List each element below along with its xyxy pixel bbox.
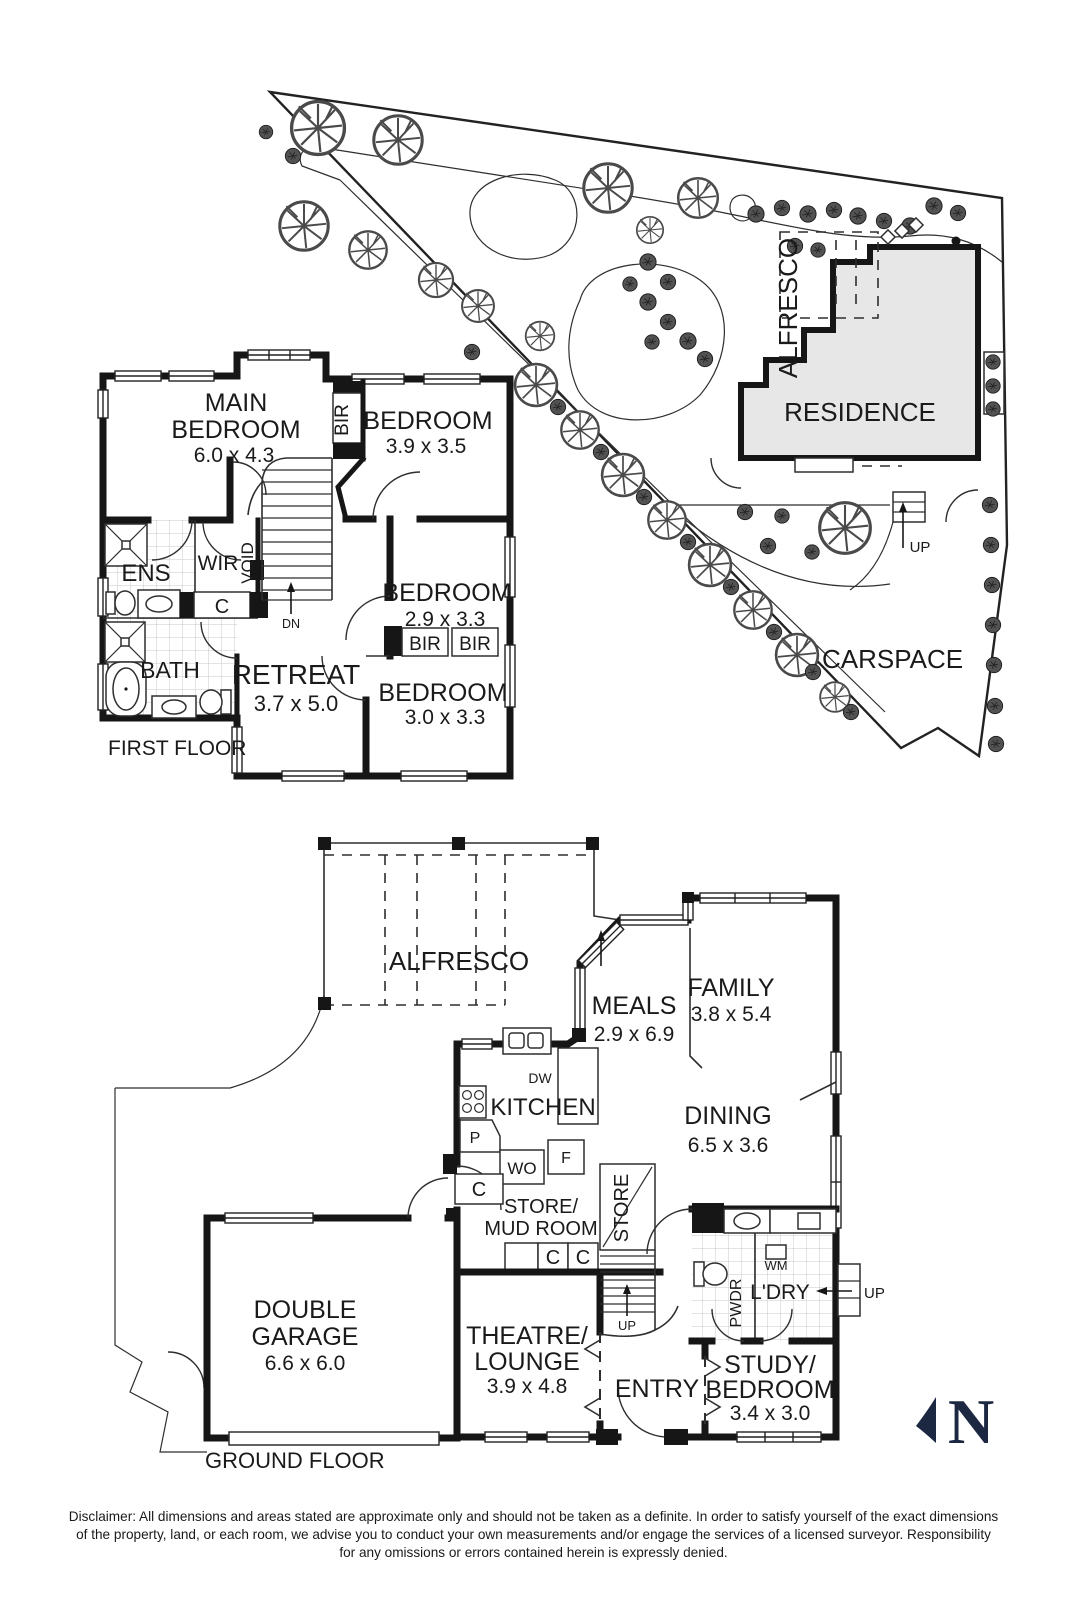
ground-floor-plan: ALFRESCO [114, 837, 885, 1473]
kitchen-label: KITCHEN [490, 1094, 595, 1121]
disclaimer-text: Disclaimer: All dimensions and areas sta… [0, 1508, 1067, 1562]
main-bedroom-dims: 6.0 x 4.3 [194, 444, 275, 467]
disclaimer-line3: for any omissions or errors contained he… [339, 1545, 728, 1560]
garage-line1: DOUBLE [254, 1296, 357, 1324]
disclaimer-line1: Disclaimer: All dimensions and areas sta… [68, 1509, 999, 1524]
retreat-dims: 3.7 x 5.0 [254, 691, 338, 716]
site-plan: UP ALFRESCO RESIDENCE CARSPACE [258, 90, 1009, 759]
c2-label: C [576, 1247, 590, 1269]
site-alfresco-label: ALFRESCO [773, 238, 803, 378]
bath-shower [104, 621, 146, 663]
diamond-markers [879, 216, 925, 246]
cooktop [458, 1085, 487, 1119]
study-line1: STUDY/ [724, 1351, 816, 1379]
first-floor-plan: BIR BIR BIR [97, 349, 516, 782]
gf-entry-up [816, 1263, 861, 1317]
garage-line2: GARAGE [252, 1323, 359, 1351]
north-arrow-icon [916, 1397, 936, 1443]
north-label: N [948, 1386, 994, 1457]
c1-label: C [546, 1247, 560, 1269]
gf-stairs [599, 1250, 679, 1338]
gf-store [599, 1163, 656, 1251]
wm-label: WM [764, 1258, 787, 1273]
pwdr-label: PWDR [728, 1279, 745, 1328]
kitchen-bench [557, 1047, 599, 1125]
first-floor-title: FIRST FLOOR [108, 737, 246, 760]
void-label: VOID [238, 542, 257, 584]
wir-label: WIR [198, 552, 239, 575]
meals-dims: 2.9 x 6.9 [594, 1023, 675, 1046]
theatre-line1: THEATRE/ [466, 1322, 588, 1350]
bath-toilet [199, 689, 232, 715]
theatre-dims: 3.9 x 4.8 [487, 1375, 568, 1398]
bir-left-label: BIR [409, 634, 441, 655]
dining-dims: 6.5 x 3.6 [688, 1134, 769, 1157]
bath-label: BATH [140, 657, 200, 683]
dw-label: DW [528, 1070, 552, 1086]
ens-shower [104, 523, 148, 567]
site-up-stairs [892, 491, 926, 548]
store-mud-line2: MUD ROOM [484, 1218, 597, 1240]
bedroom-mid-label: BEDROOM [382, 579, 511, 607]
c-kitchen-label: C [472, 1179, 486, 1201]
lot-boundary [266, 90, 1009, 759]
wo-label: WO [507, 1159, 536, 1178]
retreat-label: RETREAT [232, 659, 361, 690]
ens-toilet [105, 590, 136, 616]
dining-label: DINING [684, 1102, 772, 1130]
bathtub [105, 661, 147, 717]
up-entry-label: UP [864, 1285, 885, 1302]
study-dims: 3.4 x 3.0 [730, 1402, 811, 1425]
pantry-label: P [470, 1130, 481, 1147]
bedroom-mid-dims: 2.9 x 3.3 [405, 608, 486, 631]
ground-floor-title: GROUND FLOOR [205, 1448, 385, 1473]
residence-label: RESIDENCE [784, 397, 936, 427]
family-dims: 3.8 x 5.4 [691, 1003, 772, 1026]
bir-top-label: BIR [332, 404, 353, 436]
site-up-label: UP [910, 539, 931, 556]
main-bedroom-line1: MAIN [205, 389, 268, 417]
disclaimer-line2: of the property, land, or each room, we … [76, 1527, 991, 1542]
main-bedroom-line2: BEDROOM [171, 416, 300, 444]
gf-alfresco [318, 837, 621, 1010]
carspace-label: CARSPACE [822, 644, 963, 674]
pwdr-toilet [693, 1261, 728, 1287]
up-stairs-label: UP [618, 1318, 636, 1333]
dn-label: DN [282, 617, 300, 631]
family-label: FAMILY [687, 974, 774, 1002]
north-compass: N [916, 1386, 994, 1457]
residence-footprint [738, 244, 981, 461]
bir-right-label: BIR [459, 634, 491, 655]
bedroom-top-dims: 3.9 x 3.5 [386, 435, 467, 458]
kitchen-sink [502, 1027, 552, 1055]
first-floor-stairs [247, 457, 333, 614]
f-label: F [561, 1150, 571, 1167]
bedroom-bottom-label: BEDROOM [378, 679, 507, 707]
gf-alfresco-label: ALFRESCO [389, 946, 529, 976]
c-closet-label: C [215, 596, 229, 618]
ens-label: ENS [121, 560, 170, 587]
meals-label: MEALS [592, 992, 677, 1020]
theatre-line2: LOUNGE [474, 1348, 580, 1376]
bedroom-top-label: BEDROOM [363, 407, 492, 435]
store-label: STORE [611, 1174, 633, 1243]
entry-label: ENTRY [615, 1375, 700, 1403]
garage-dims: 6.6 x 6.0 [265, 1352, 346, 1375]
store-mud-line1: STORE/ [504, 1196, 579, 1218]
ldry-label: L'DRY [750, 1281, 810, 1304]
study-line2: BEDROOM [705, 1376, 834, 1404]
bedroom-bottom-dims: 3.0 x 3.3 [405, 706, 486, 729]
